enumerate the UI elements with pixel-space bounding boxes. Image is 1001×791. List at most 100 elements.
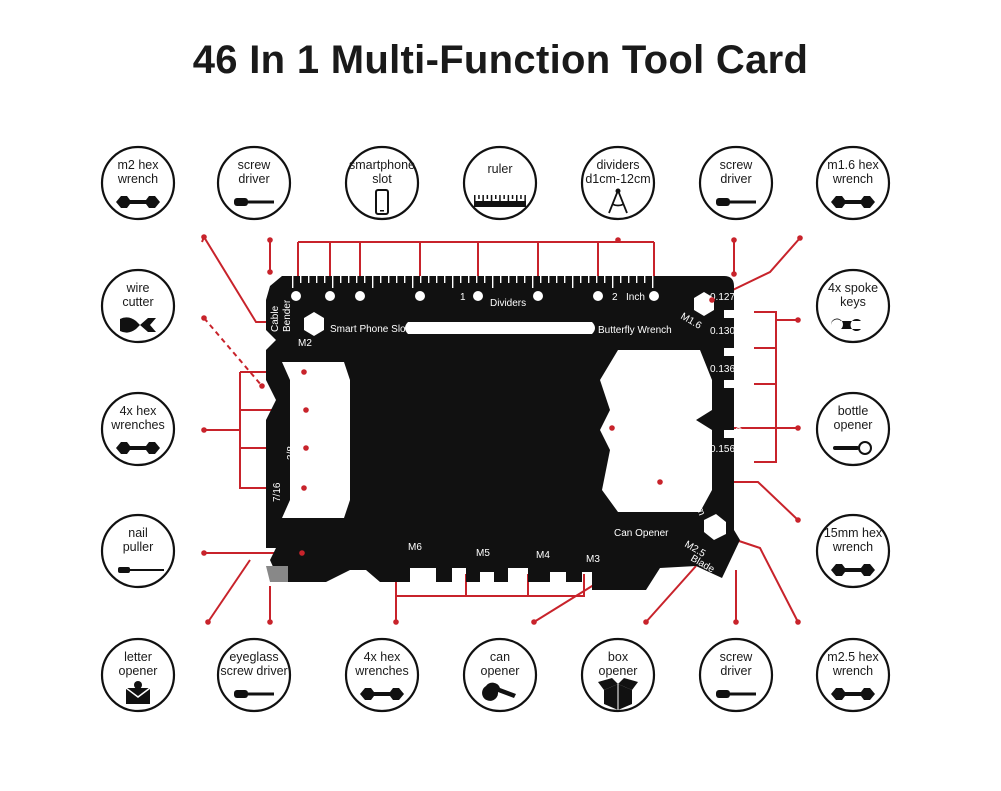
callout-label: driver <box>720 664 751 678</box>
card-label: 7/16 <box>272 482 283 502</box>
divider-hole <box>291 291 301 301</box>
bottle-opener-icon <box>833 441 872 455</box>
ruler-tick <box>420 276 422 283</box>
callout-circle <box>815 268 891 344</box>
card-label: Dividers <box>490 298 526 309</box>
page-title: 46 In 1 Multi-Function Tool Card <box>192 38 809 82</box>
leader-dot <box>731 237 737 243</box>
card-label: 0.156" <box>710 444 739 455</box>
leader-dot <box>267 237 273 243</box>
callout-label: 4x hex <box>120 404 158 418</box>
divider-hole <box>355 291 365 301</box>
callout-label: eyeglass <box>229 650 278 664</box>
ruler-tick <box>412 276 414 288</box>
ruler-tick <box>596 276 598 283</box>
spoke-slot <box>724 310 734 318</box>
callout-label: driver <box>720 172 751 186</box>
card-label: M4 <box>536 550 550 561</box>
leader-line <box>754 311 798 463</box>
card-label: Smart Phone Slot <box>330 324 409 335</box>
leader-dot <box>301 369 307 375</box>
leader-dot <box>299 550 305 556</box>
callout-label: 4x hex <box>364 650 402 664</box>
ruler-tick <box>292 276 294 288</box>
callout-label: wrenches <box>110 418 165 432</box>
leader-dot <box>795 619 801 625</box>
callout-label: 4x spoke <box>828 281 878 295</box>
callout-label: screw <box>238 158 272 172</box>
ruler-tick <box>556 276 558 283</box>
callout-circle <box>344 145 420 221</box>
ruler-tick <box>588 276 590 283</box>
card-cutout <box>600 350 712 512</box>
ruler-tick <box>476 276 478 283</box>
callout-label: wrenches <box>354 664 409 678</box>
ruler-tick <box>388 276 390 283</box>
ruler-tick <box>492 276 494 288</box>
leader-dot <box>657 479 663 485</box>
leader-line <box>645 565 697 623</box>
callout-label: screw <box>720 650 754 664</box>
ruler-tick <box>628 276 630 283</box>
ruler-tick <box>324 276 326 283</box>
ruler-tick <box>364 276 366 283</box>
ruler-tick <box>404 276 406 283</box>
callout-ruler: ruler <box>462 145 538 221</box>
screwdriver-icon <box>234 690 274 698</box>
divider-hole <box>325 291 335 301</box>
wrench-icon <box>831 196 875 208</box>
leader-dot <box>205 619 211 625</box>
box-icon <box>598 678 638 710</box>
card-label: Bender <box>282 299 293 332</box>
card-label: 3/8 <box>286 446 297 460</box>
ruler-tick <box>604 276 606 283</box>
ruler-tick <box>316 276 318 283</box>
leader-dot <box>609 425 615 431</box>
leader-dot <box>201 427 207 433</box>
leader-dot <box>259 383 265 389</box>
ruler-tick <box>548 276 550 283</box>
card-label: Spokes <box>733 404 744 437</box>
leader-dot <box>201 550 207 556</box>
callout-label: wrench <box>832 172 873 186</box>
callout-label: driver <box>238 172 269 186</box>
pliers-icon <box>120 317 156 333</box>
card-label: 0.130" <box>710 326 739 337</box>
card-label: 11/32 <box>290 403 301 428</box>
ruler-tick <box>396 276 398 283</box>
ruler-tick <box>308 276 310 283</box>
wrench-icon <box>831 564 875 576</box>
ruler-tick <box>508 276 510 283</box>
callout-label: puller <box>123 540 154 554</box>
screwdriver-icon <box>234 198 274 206</box>
callout-circle <box>462 145 538 221</box>
callout-label: screw <box>720 158 754 172</box>
nail-puller-icon <box>118 567 164 573</box>
callout-label: smartphone <box>349 158 415 172</box>
smartphone-icon <box>375 189 389 215</box>
card-label: M2 <box>298 338 312 349</box>
ruler-tick <box>580 276 582 283</box>
callout-label: d1cm-12cm <box>585 172 650 186</box>
divider-hole <box>593 291 603 301</box>
callout-label: wrench <box>832 664 873 678</box>
card-cutout <box>282 362 350 518</box>
card-label: M3 <box>586 554 600 565</box>
leader-dots <box>201 234 803 625</box>
leader-dot <box>795 517 801 523</box>
callout-circle <box>580 637 656 713</box>
callout-label: m2.5 hex <box>827 650 879 664</box>
screwdriver-icon <box>716 198 756 206</box>
leader-dot <box>795 425 801 431</box>
spoke-slot <box>724 380 734 388</box>
wrench-icon <box>360 688 404 700</box>
